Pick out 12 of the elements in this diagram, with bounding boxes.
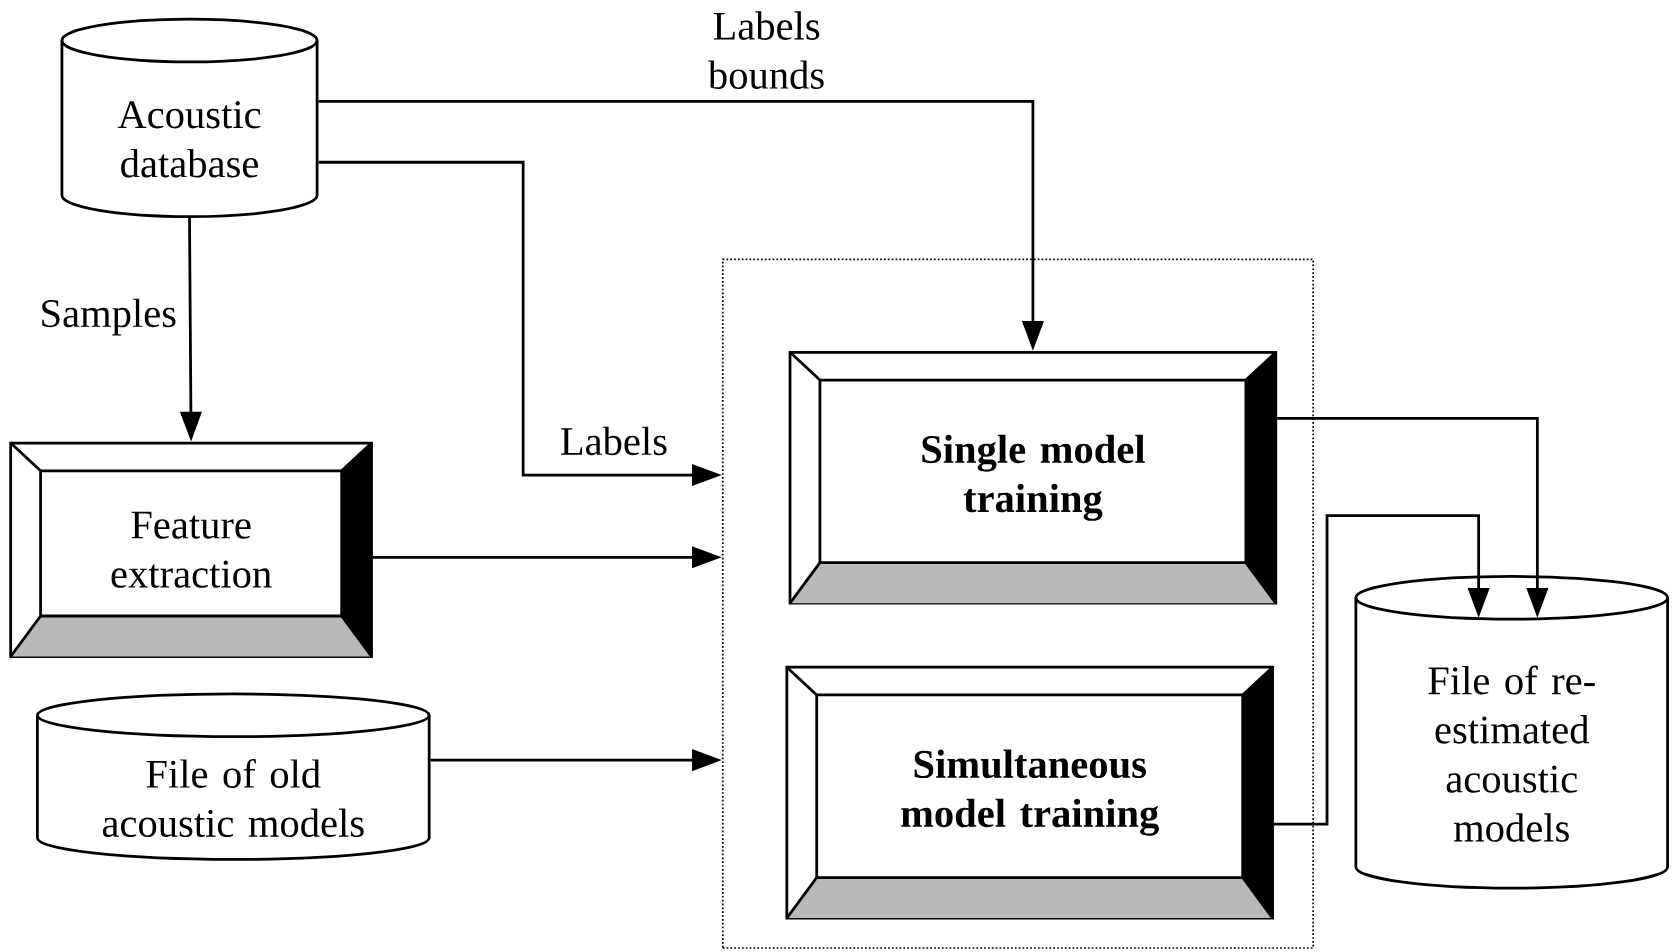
- edge-label: Labels bounds: [700, 9, 833, 91]
- dotted-frame: [721, 258, 1314, 949]
- process-box: Simultaneous model training: [785, 665, 1274, 920]
- process-box: Feature extraction: [9, 441, 373, 658]
- database-cylinder: File of re-estimated acoustic models: [1354, 574, 1669, 890]
- edge-label: Labels: [547, 424, 681, 458]
- process-box: Single model training: [788, 350, 1278, 605]
- database-cylinder: File of old acoustic models: [36, 692, 431, 861]
- database-cylinder: Acoustic database: [60, 17, 319, 218]
- node-label: File of re-estimated acoustic models: [1428, 665, 1595, 842]
- arrow: [1274, 514, 1490, 826]
- edge-label: Samples: [37, 296, 176, 338]
